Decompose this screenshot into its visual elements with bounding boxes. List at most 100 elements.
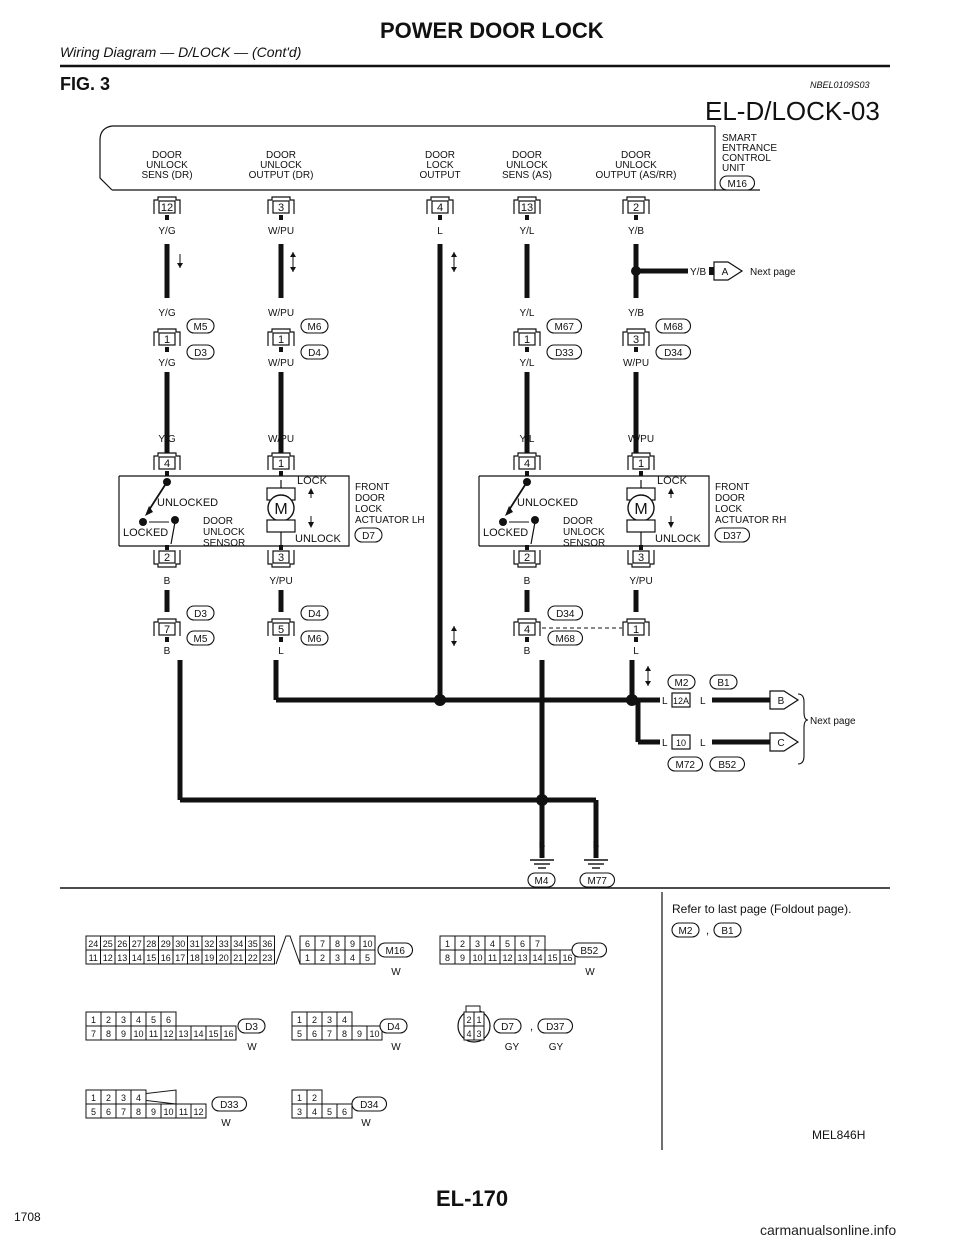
switch-state: UNLOCKED <box>517 497 578 509</box>
connector-id <box>667 674 696 690</box>
watermark: carmanualsonline.info <box>760 1222 897 1238</box>
wire-color: L <box>278 646 284 657</box>
reference-code: MEL846H <box>812 1128 866 1142</box>
connector-id <box>186 630 215 646</box>
switch-contact <box>139 518 147 526</box>
m16-view-right-pin: 3 <box>335 953 340 963</box>
connector-id <box>547 605 584 621</box>
pin-tab <box>279 347 283 352</box>
switch-state: LOCKED <box>123 527 168 539</box>
actuator-pin-num: 4 <box>164 458 170 470</box>
connector-view-id <box>493 1018 522 1034</box>
connector-id-text: M2 <box>675 678 689 689</box>
d3-view-pin: 1 <box>91 1015 96 1025</box>
connector-id <box>655 318 692 334</box>
terminal-pin-cell <box>518 200 536 214</box>
m16-view-right-pin: 7 <box>320 939 325 949</box>
switch-contact <box>523 478 531 486</box>
switch-arrow <box>145 506 153 516</box>
m16-view-pin: 23 <box>262 953 272 963</box>
connector-id <box>709 674 738 690</box>
book-page-number: 1708 <box>14 1210 41 1224</box>
connector-view-id <box>377 942 414 958</box>
wire-color: L <box>662 696 668 707</box>
ground-connector <box>527 872 556 888</box>
wire-color: B <box>539 840 546 851</box>
actuator-pin-num: 1 <box>278 458 284 470</box>
next-page-arrow-text: B <box>778 696 785 707</box>
lower-pin-num: 4 <box>524 624 530 636</box>
control-unit-name: CONTROL <box>722 153 771 164</box>
actuator-pin-num: 4 <box>524 458 530 470</box>
pin-tab <box>525 347 529 352</box>
d7-view-pin: 2 <box>466 1015 471 1025</box>
connector-id <box>709 756 746 772</box>
wire-color: B <box>164 576 171 587</box>
control-unit-connector-text: M16 <box>728 179 748 190</box>
connector-view-id <box>237 1018 266 1034</box>
control-unit-connector <box>719 175 756 191</box>
unlock-arrow-head <box>668 522 674 528</box>
d33-view-pin: 4 <box>136 1093 141 1103</box>
m16-view-right-pin: 6 <box>305 939 310 949</box>
d3-view-pin: 10 <box>133 1029 143 1039</box>
d3-view-pin: 7 <box>91 1029 96 1039</box>
d34-view-pin: 1 <box>297 1093 302 1103</box>
d3-view-pin: 5 <box>151 1015 156 1025</box>
m16-view-pin: 33 <box>219 939 229 949</box>
refer-connector <box>713 922 742 938</box>
pin-tab <box>639 471 643 476</box>
terminal-pin-num: 3 <box>278 202 284 214</box>
actuator-pin-out-num: 2 <box>164 552 170 564</box>
diagram-id: EL-D/LOCK-03 <box>705 96 880 126</box>
m16-view-right-pin: 8 <box>335 939 340 949</box>
connector-id-text: M68 <box>664 322 684 333</box>
terminal-label: UNLOCK <box>506 160 548 171</box>
connector-id-text: D33 <box>555 348 574 359</box>
page-subtitle: Wiring Diagram — D/LOCK — (Cont'd) <box>60 44 302 60</box>
b52-view-pin: 4 <box>490 939 495 949</box>
switch-contact <box>171 516 179 524</box>
switch-lever <box>508 481 528 511</box>
sensor-label: UNLOCK <box>563 527 605 538</box>
terminal-pin-num: 4 <box>437 202 443 214</box>
m16-view-pin: 29 <box>161 939 171 949</box>
b52-view-pin: 8 <box>445 953 450 963</box>
m16-view-right-pin: 2 <box>320 953 325 963</box>
refer-connector-text: B1 <box>721 926 734 937</box>
mid-connector-pin-cell <box>158 332 176 346</box>
pin-tab <box>165 637 169 642</box>
d4-view-pin: 1 <box>297 1015 302 1025</box>
wire-color: L <box>700 696 706 707</box>
actuator-connector <box>354 527 383 543</box>
wire-color: Y/G <box>158 226 175 237</box>
b52-view-pin: 6 <box>520 939 525 949</box>
d7-view-pin: 3 <box>476 1029 481 1039</box>
d3-view-pin: 12 <box>163 1029 173 1039</box>
b52-view-pin: 7 <box>535 939 540 949</box>
connector-id-text: M6 <box>308 322 322 333</box>
m16-view-right-pin: 4 <box>350 953 355 963</box>
pin-tab <box>525 637 529 642</box>
d3-view-pin: 15 <box>208 1029 218 1039</box>
unlock-label: UNLOCK <box>655 533 702 545</box>
actuator-connector <box>714 527 751 543</box>
d34-view-pin: 6 <box>342 1107 347 1117</box>
pin-tab <box>279 545 283 550</box>
signal-arrow-head <box>451 267 457 272</box>
switch-contact <box>531 516 539 524</box>
d3-view-pin: 13 <box>178 1029 188 1039</box>
actuator-pin-out-cell <box>632 550 650 564</box>
wire-color: B <box>524 576 531 587</box>
pin-tab <box>279 471 283 476</box>
d3-view-pin: 14 <box>193 1029 203 1039</box>
m16-view-pin: 16 <box>161 953 171 963</box>
pin-tab <box>525 215 529 220</box>
pin-tab <box>525 545 529 550</box>
pin-tab <box>165 347 169 352</box>
connector-id-text: M6 <box>308 634 322 645</box>
sensor-label: SENSOR <box>203 538 245 549</box>
signal-arrow-head <box>645 666 651 671</box>
b52-view-pin: 14 <box>532 953 542 963</box>
d3-view-pin: 16 <box>223 1029 233 1039</box>
